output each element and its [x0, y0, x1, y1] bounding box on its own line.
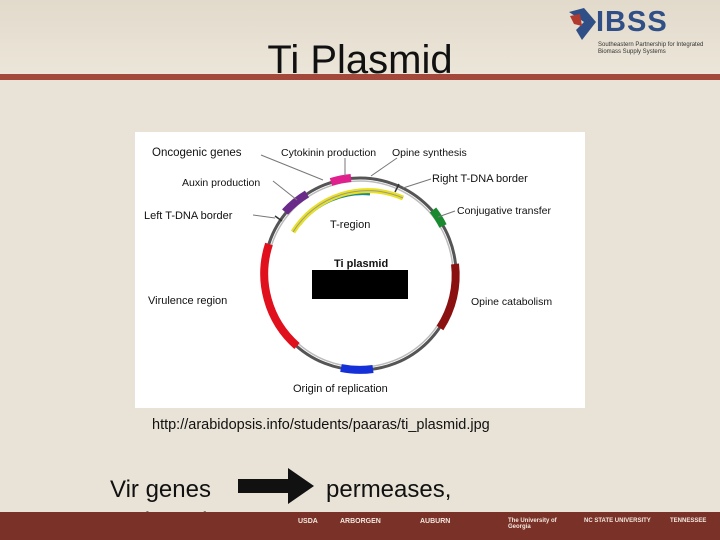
ibss-logo: IBSS Southeastern Partnership for Integr… [566, 4, 716, 56]
cytokinin-segment [331, 178, 351, 182]
label-cytokinin: Cytokinin production [281, 147, 376, 159]
footer-ncstate: NC STATE UNIVERSITY [584, 518, 651, 524]
logo-mark-icon [566, 6, 600, 42]
label-opine-synth: Opine synthesis [392, 147, 467, 159]
body-permeases: permeases, [326, 476, 451, 504]
label-tregion: T-region [330, 219, 370, 231]
figure-source-url: http://arabidopsis.info/students/paaras/… [152, 417, 490, 433]
label-opine-cat: Opine catabolism [471, 296, 552, 308]
label-plasmid: Ti plasmid [334, 258, 388, 270]
logo-name: IBSS [596, 6, 668, 39]
redaction-box [312, 270, 408, 299]
right-arrow-icon [238, 466, 316, 506]
ti-plasmid-figure: Oncogenic genes Cytokinin production Opi… [135, 132, 585, 408]
footer-auburn: AUBURN [420, 518, 450, 525]
body-vir-genes: Vir genes [110, 476, 211, 504]
partner-footer: USDA ARBORGEN AUBURN The University of G… [0, 512, 720, 540]
label-oncogenic: Oncogenic genes [152, 147, 242, 159]
footer-tennessee: TENNESSEE [670, 518, 706, 524]
leader-opine-synth [371, 158, 397, 176]
logo-tagline: Southeastern Partnership for Integrated … [598, 42, 716, 56]
leader-right-border [403, 179, 431, 188]
footer-usda: USDA [298, 518, 318, 525]
plasmid-diagram: Oncogenic genes Cytokinin production Opi… [135, 132, 585, 408]
footer-arborgen: ARBORGEN [340, 518, 381, 525]
footer-uga: The University of Georgia [508, 518, 568, 530]
opine-catabolism-segment [440, 264, 456, 328]
label-virulence: Virulence region [148, 295, 227, 307]
label-auxin: Auxin production [182, 177, 260, 189]
label-right-border: Right T-DNA border [432, 173, 528, 185]
auxin-segment [285, 194, 307, 212]
label-conjugative: Conjugative transfer [457, 205, 551, 217]
label-origin: Origin of replication [293, 383, 388, 395]
virulence-segment [264, 244, 297, 346]
leader-left-border [253, 215, 275, 218]
origin-segment [341, 368, 373, 370]
leader-auxin [273, 181, 297, 200]
conjugative-segment [433, 210, 443, 226]
label-left-border: Left T-DNA border [144, 210, 233, 222]
